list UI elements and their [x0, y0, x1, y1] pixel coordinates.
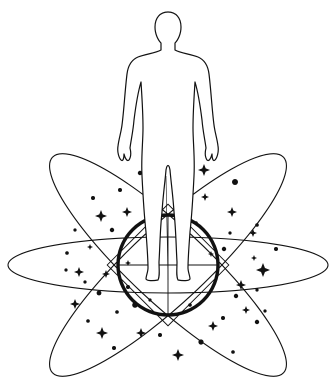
dot — [64, 268, 67, 271]
dot — [255, 320, 259, 324]
dot — [158, 333, 162, 337]
dot — [255, 223, 259, 227]
dot — [222, 247, 226, 251]
dot — [86, 319, 90, 323]
dot — [228, 231, 231, 234]
dot — [126, 285, 130, 289]
dot — [148, 298, 151, 301]
dot — [232, 179, 238, 185]
dot — [110, 228, 114, 232]
dot — [132, 302, 138, 308]
star-icon — [198, 164, 210, 176]
star-icon — [201, 193, 209, 201]
star-icon — [227, 207, 237, 217]
star-icon — [96, 327, 108, 339]
dot — [83, 280, 86, 283]
dot — [263, 309, 266, 312]
dots — [64, 171, 278, 354]
dot — [231, 350, 235, 354]
star-icon — [136, 328, 146, 338]
star-icon — [242, 306, 250, 314]
dot — [234, 294, 238, 298]
dot — [255, 288, 258, 291]
dot — [194, 221, 198, 225]
dot — [221, 316, 225, 320]
star-icon — [87, 244, 93, 250]
dot — [65, 251, 69, 255]
dot — [115, 310, 119, 314]
star-icon — [70, 299, 80, 309]
dot — [73, 228, 76, 231]
dot — [97, 291, 102, 296]
dot — [118, 188, 122, 192]
star-icon — [122, 207, 132, 217]
star-icon — [95, 210, 107, 222]
dot — [91, 196, 95, 200]
dot — [138, 171, 142, 175]
dot — [112, 346, 116, 350]
dot — [188, 303, 192, 307]
star-icon — [208, 321, 218, 331]
star-icon — [172, 349, 184, 361]
stars — [70, 164, 270, 361]
star-icon — [249, 229, 257, 237]
star-icon — [74, 267, 84, 277]
star-icon — [256, 263, 270, 277]
dot — [198, 339, 203, 344]
star-icon — [251, 255, 257, 261]
dot — [274, 247, 278, 251]
